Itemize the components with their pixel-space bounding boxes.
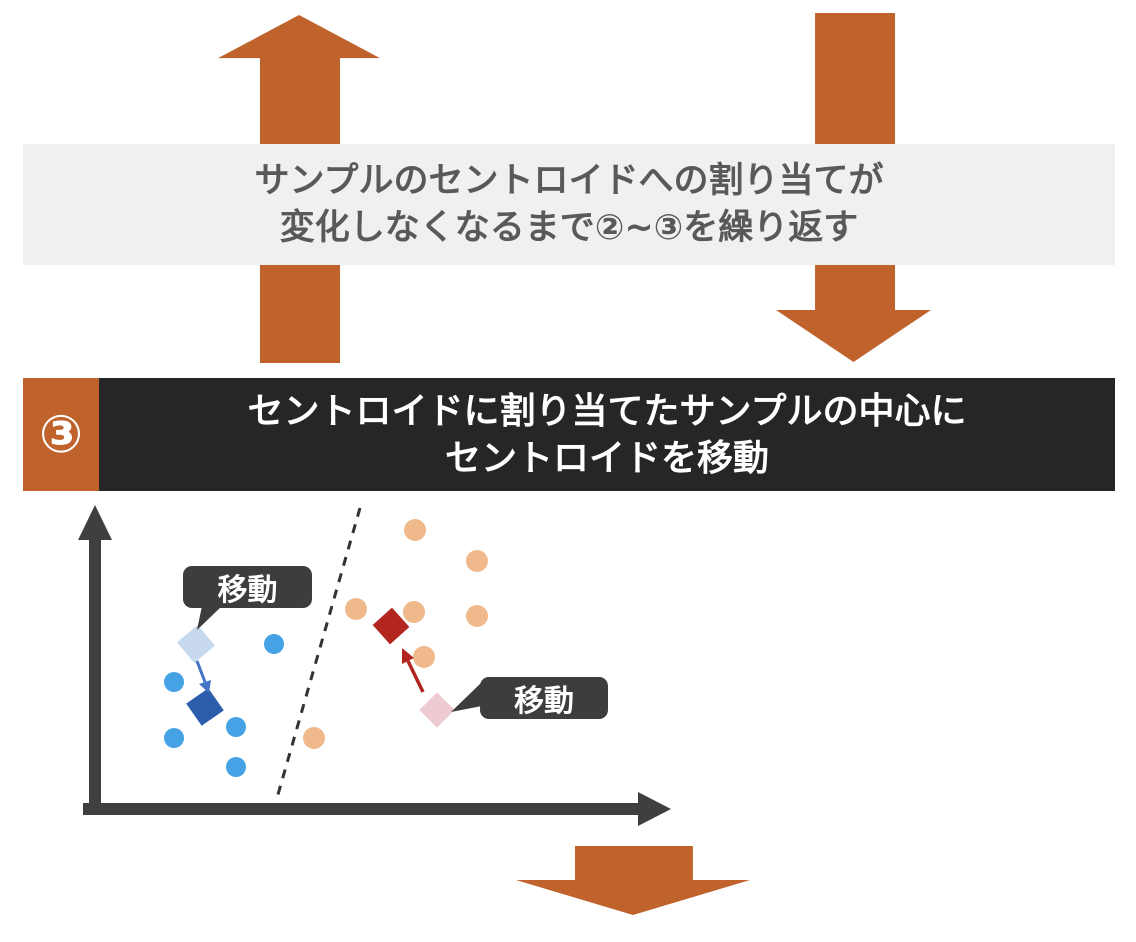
blue-samples-point [226,757,246,777]
red-centroid-old [419,692,455,728]
blue-samples-point [164,728,184,748]
orange-samples-point [403,601,425,623]
move-callout-tail-1 [451,682,482,712]
red-move-arrow-head [402,648,414,664]
blue-centroid-new [186,688,224,726]
blue-centroid-old [176,624,216,664]
move-label-left: 移動 [217,573,278,608]
red-centroid-new [372,607,410,645]
orange-samples-point [303,727,325,749]
blue-move-arrow-head [199,680,211,693]
orange-samples-point [404,519,426,541]
blue-samples-point [264,634,284,654]
move-callout-tail-0 [197,606,222,630]
move-callout-right: 移動 [480,677,608,719]
red-move-arrow-shaft [406,660,425,693]
blue-samples-point [164,672,184,692]
step3-header: ③ セントロイドに割り当てたサンプルの中心に セントロイドを移動 [23,378,1115,491]
step-number: ③ [38,404,84,465]
orange-samples-point [466,550,488,572]
blue-samples-point [226,717,246,737]
cluster-boundary-line [275,507,362,799]
step-title-line1: セントロイドに割り当てたサンプルの中心に [247,390,967,432]
orange-samples-point [466,605,488,627]
move-label-right: 移動 [514,684,574,719]
y-axis-arrowhead [78,505,112,540]
repeat-condition-banner: サンプルのセントロイドへの割り当てが 変化しなくなるまで②~③を繰り返す [23,144,1115,265]
blue-move-arrow-shaft [195,660,207,683]
repeat-banner-line1: サンプルのセントロイドへの割り当てが [254,160,884,201]
x-axis [83,803,640,815]
orange-samples-point [345,598,367,620]
step-title-banner: セントロイドに割り当てたサンプルの中心に セントロイドを移動 [99,378,1115,491]
x-axis-arrowhead [638,792,671,826]
repeat-banner-line2: 変化しなくなるまで②~③を繰り返す [279,207,859,248]
move-callout-left: 移動 [183,566,312,608]
step-number-badge: ③ [23,378,99,491]
orange-samples-point [413,646,435,668]
step-title-line2: セントロイドを移動 [444,437,769,479]
y-axis [89,535,101,815]
